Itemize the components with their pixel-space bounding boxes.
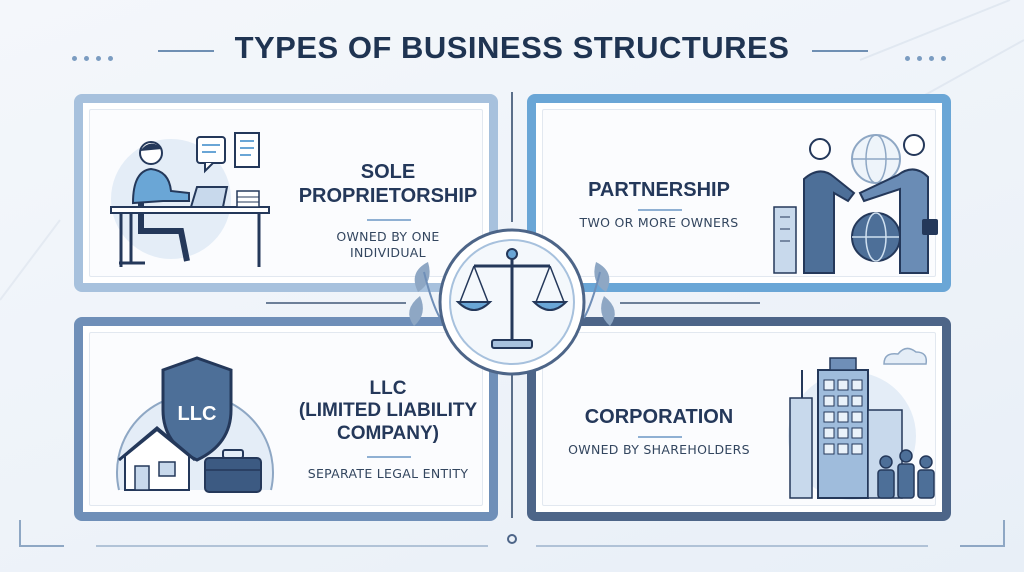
- divider-top: [511, 92, 513, 222]
- divider-right: [620, 302, 760, 304]
- card-desc-llc: SEPARATE LEGAL ENTITY: [283, 466, 493, 482]
- card-rule-llc: [367, 456, 411, 458]
- card-rule-partnership: [638, 209, 682, 211]
- divider-end-dot: [507, 534, 517, 544]
- shield-house-icon: LLC: [116, 356, 274, 493]
- card-title-sole-line1: SOLE: [360, 161, 416, 183]
- card-desc-partnership-line1: TWO OR MORE OWNERS: [579, 215, 739, 230]
- header-dots-right: [905, 46, 953, 65]
- card-llc: LLC LLC (LIMITED LIABILITY COMPANY) SEPA…: [74, 317, 498, 521]
- card-title-sole-line2: PROPRIETORSHIP: [298, 184, 478, 207]
- card-title-partnership-line1: PARTNERSHIP: [588, 179, 730, 201]
- office-building-icon: [788, 347, 935, 500]
- card-desc-sole-line2: INDIVIDUAL: [350, 244, 426, 260]
- divider-left: [266, 302, 406, 304]
- balance-scale-icon: [409, 228, 615, 376]
- card-rule-corporation: [638, 436, 682, 438]
- card-title-llc-line1: LLC: [369, 378, 407, 399]
- card-title-corporation: CORPORATION: [554, 406, 764, 430]
- card-desc-corporation-line1: OWNED BY SHAREHOLDERS: [568, 442, 750, 457]
- card-corporation: CORPORATION OWNED BY SHAREHOLDERS: [527, 317, 951, 521]
- header-dots-left: [72, 46, 120, 65]
- card-title-llc-line3: COMPANY): [336, 422, 440, 444]
- card-desc-llc-line1: SEPARATE LEGAL ENTITY: [307, 466, 469, 481]
- card-title-corporation-line1: CORPORATION: [584, 406, 734, 428]
- card-title-llc: LLC (LIMITED LIABILITY COMPANY): [283, 378, 493, 445]
- card-title-partnership: PARTNERSHIP: [554, 179, 764, 203]
- card-desc-corporation: OWNED BY SHAREHOLDERS: [554, 442, 764, 458]
- header-rule-right: [812, 50, 868, 52]
- divider-bottom: [511, 360, 513, 518]
- card-partnership: PARTNERSHIP TWO OR MORE OWNERS: [527, 94, 951, 292]
- card-desc-sole: OWNED BY ONE INDIVIDUAL: [283, 229, 493, 260]
- handshake-icon: [773, 134, 938, 274]
- page-title: TYPES OF BUSINESS STRUCTURES: [234, 30, 790, 65]
- header-rule-left: [158, 50, 214, 52]
- card-sole-proprietorship: SOLE PROPRIETORSHIP OWNED BY ONE INDIVID…: [74, 94, 498, 292]
- card-rule-sole: [367, 219, 411, 221]
- person-at-laptop-icon: [110, 132, 270, 267]
- card-title-llc-line2: (LIMITED LIABILITY: [298, 400, 478, 422]
- card-desc-partnership: TWO OR MORE OWNERS: [554, 215, 764, 231]
- shield-llc-text: LLC: [178, 403, 217, 425]
- card-desc-sole-line1: OWNED BY ONE: [336, 229, 440, 244]
- card-title-sole: SOLE PROPRIETORSHIP: [283, 161, 493, 208]
